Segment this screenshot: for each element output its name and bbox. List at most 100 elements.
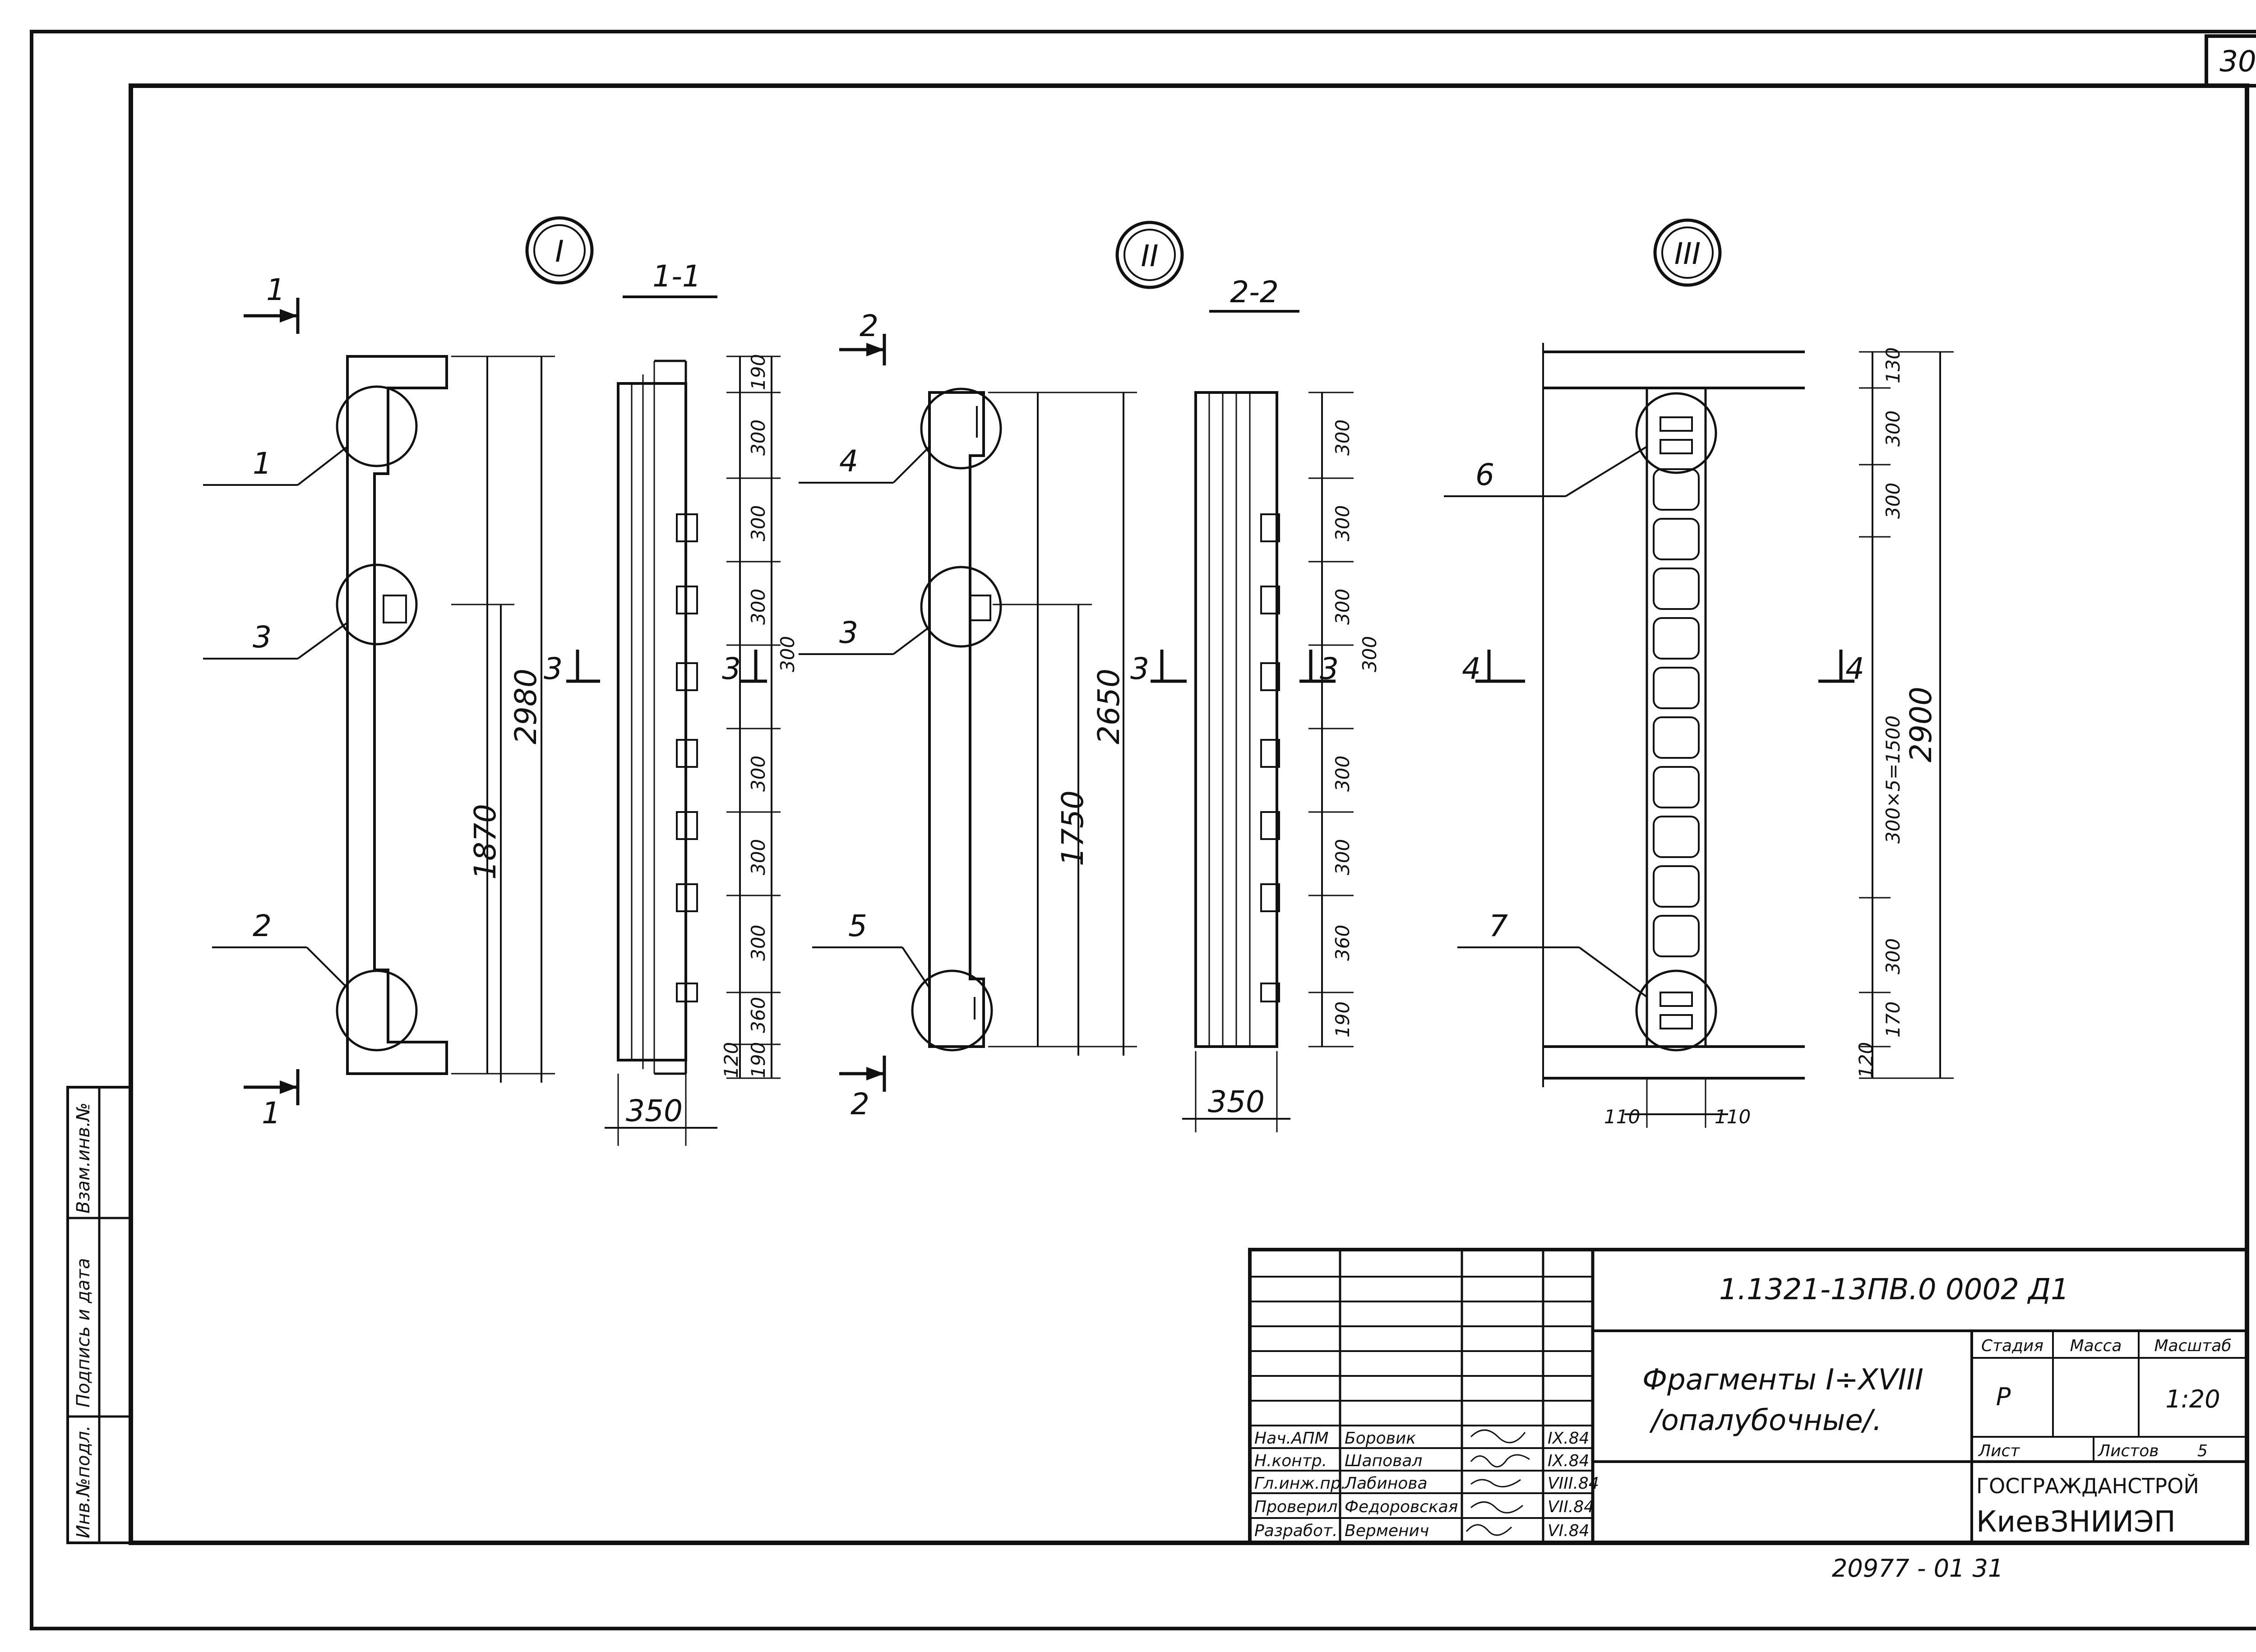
dim-2900: 2900 xyxy=(1904,687,1938,762)
sheets-total: 5 xyxy=(2197,1442,2208,1460)
callout-3-II: 3 xyxy=(839,615,858,650)
fragment-marker-I: I xyxy=(555,234,564,269)
panel-elevation-II xyxy=(928,391,985,1048)
dim-iii-300x5: 300×5=1500 xyxy=(1882,715,1904,844)
name-4: Верменич xyxy=(1345,1522,1429,1540)
dim-i-300b: 300 xyxy=(747,505,769,541)
drawing-title-line1: Фрагменты I÷XVIII xyxy=(1642,1363,1923,1397)
scale-value: 1:20 xyxy=(2165,1385,2220,1413)
dim-ii-190: 190 xyxy=(1331,1001,1354,1038)
drawing-code: 1.1321-13ПВ.0 0002 Д1 xyxy=(1719,1273,2069,1306)
sheet-number-box xyxy=(2205,34,2256,88)
header-scale: Масштаб xyxy=(2154,1337,2231,1355)
callout-2: 2 xyxy=(253,909,272,943)
fragment-II: II 2-2 2 2 4 3 5 1750 2650 xyxy=(799,221,1381,1132)
dim-ii-360: 360 xyxy=(1331,925,1354,961)
org-name-1: ГОСГРАЖДАНСТРОЙ xyxy=(1976,1474,2199,1498)
drawing-title-line2: /опалубочные/. xyxy=(1649,1404,1882,1437)
callout-5: 5 xyxy=(848,909,867,943)
cut-label-2-top: 2 xyxy=(860,309,878,343)
date-1: IX.84 xyxy=(1548,1452,1590,1470)
dim-i-300g: 300 xyxy=(747,925,769,961)
callout-4: 4 xyxy=(839,444,858,479)
dim-i-120: 120 xyxy=(720,1042,742,1078)
dim-iii-130: 130 xyxy=(1882,347,1904,383)
dim-i-190-top: 190 xyxy=(747,354,769,390)
cut-label-bottom: 1 xyxy=(262,1096,281,1131)
header-stage: Стадия xyxy=(1981,1337,2043,1355)
stamp-inv-original: Инв.№подл. xyxy=(73,1425,94,1538)
cut-label-2-bottom: 2 xyxy=(851,1087,869,1121)
cut-3-right: 3 xyxy=(722,651,741,686)
callout-7: 7 xyxy=(1489,909,1508,943)
date-3: VII.84 xyxy=(1548,1498,1594,1516)
signature-marks xyxy=(1465,1429,1530,1536)
dim-iii-170: 170 xyxy=(1882,1001,1904,1038)
dim-2650: 2650 xyxy=(1091,669,1126,744)
dim-ii-300d: 300 xyxy=(1359,636,1381,672)
dim-iii-300b: 300 xyxy=(1882,483,1904,519)
role-4: Разработ. xyxy=(1254,1522,1337,1540)
dim-width-350-i: 350 xyxy=(626,1094,683,1128)
outer-frame xyxy=(30,30,2256,1630)
dim-ii-300a: 300 xyxy=(1331,420,1354,456)
fragment-marker-II: II xyxy=(1141,239,1159,273)
role-3: Проверил xyxy=(1254,1498,1338,1516)
stage-value: Р xyxy=(1996,1383,2011,1411)
name-3: Федоровская xyxy=(1345,1498,1458,1516)
dim-ii-300c: 300 xyxy=(1331,589,1354,625)
cut-label-top: 1 xyxy=(266,272,285,307)
dim-i-300c: 300 xyxy=(747,589,769,625)
dim-iii-300a: 300 xyxy=(1882,411,1904,447)
name-2: Лабинова xyxy=(1344,1474,1428,1493)
cut-3-left-II: 3 xyxy=(1130,651,1149,686)
date-2: VIII.84 xyxy=(1548,1474,1599,1493)
sheet-number: 30 xyxy=(2219,45,2256,78)
fragment-I: I 1-1 1 1 1 3 2 18 xyxy=(203,216,799,1146)
sheets-label: Листов xyxy=(2097,1442,2159,1460)
dim-iii-120: 120 xyxy=(1855,1042,1877,1078)
section-title-2-2: 2-2 xyxy=(1230,275,1279,309)
dim-width-110-right: 110 xyxy=(1715,1106,1751,1128)
dim-width-350-ii: 350 xyxy=(1208,1084,1265,1119)
dim-width-110-left: 110 xyxy=(1604,1106,1640,1128)
dim-i-300d: 300 xyxy=(777,636,799,672)
dim-i-190-bottom: 190 xyxy=(747,1042,769,1078)
role-2: Гл.инж.пр. xyxy=(1254,1474,1346,1493)
role-1: Н.контр. xyxy=(1254,1452,1327,1470)
sheet-label: Лист xyxy=(1978,1442,2020,1460)
footer-stamp: 20977 - 01 31 xyxy=(1832,1554,2003,1583)
title-block: Нач.АПМ Боровик IX.84 Н.контр. Шаповал I… xyxy=(1248,1248,2249,1545)
stamp-signature-date: Подпись и дата xyxy=(73,1258,94,1407)
dim-ii-300f: 300 xyxy=(1331,839,1354,875)
callout-1: 1 xyxy=(253,446,272,481)
dim-iii-300c: 300 xyxy=(1882,938,1904,974)
section-title-1-1: 1-1 xyxy=(652,259,701,294)
fragment-marker-III: III xyxy=(1674,236,1701,271)
dim-2980: 2980 xyxy=(509,669,543,744)
side-stamp: Инв.№подл. Подпись и дата Взам.инв.№ xyxy=(66,1086,132,1544)
section-1-1-body xyxy=(617,382,687,1061)
date-4: VI.84 xyxy=(1548,1522,1590,1540)
cut-3-left: 3 xyxy=(544,651,563,686)
name-1: Шаповал xyxy=(1345,1452,1422,1470)
dim-i-300a: 300 xyxy=(747,420,769,456)
inner-frame xyxy=(129,83,2249,1545)
dim-i-300e: 300 xyxy=(747,756,769,792)
stamp-replacement-inv: Взам.инв.№ xyxy=(73,1103,94,1214)
dim-ii-300e: 300 xyxy=(1331,756,1354,792)
fragment-marker-circle xyxy=(525,216,594,285)
dim-1750: 1750 xyxy=(1055,790,1090,866)
org-name-2: КиевЗНИИЭП xyxy=(1976,1505,2176,1539)
callout-3: 3 xyxy=(253,620,272,655)
dim-1870: 1870 xyxy=(468,804,503,880)
dim-ii-300b: 300 xyxy=(1331,505,1354,541)
callout-6: 6 xyxy=(1475,457,1494,492)
dim-i-300f: 300 xyxy=(747,839,769,875)
name-0: Боровик xyxy=(1345,1429,1416,1448)
dim-i-360: 360 xyxy=(747,997,769,1033)
date-0: IX.84 xyxy=(1548,1429,1590,1448)
fragment-III: III 6 7 4 xyxy=(1444,218,1954,1128)
role-0: Нач.АПМ xyxy=(1254,1429,1329,1448)
